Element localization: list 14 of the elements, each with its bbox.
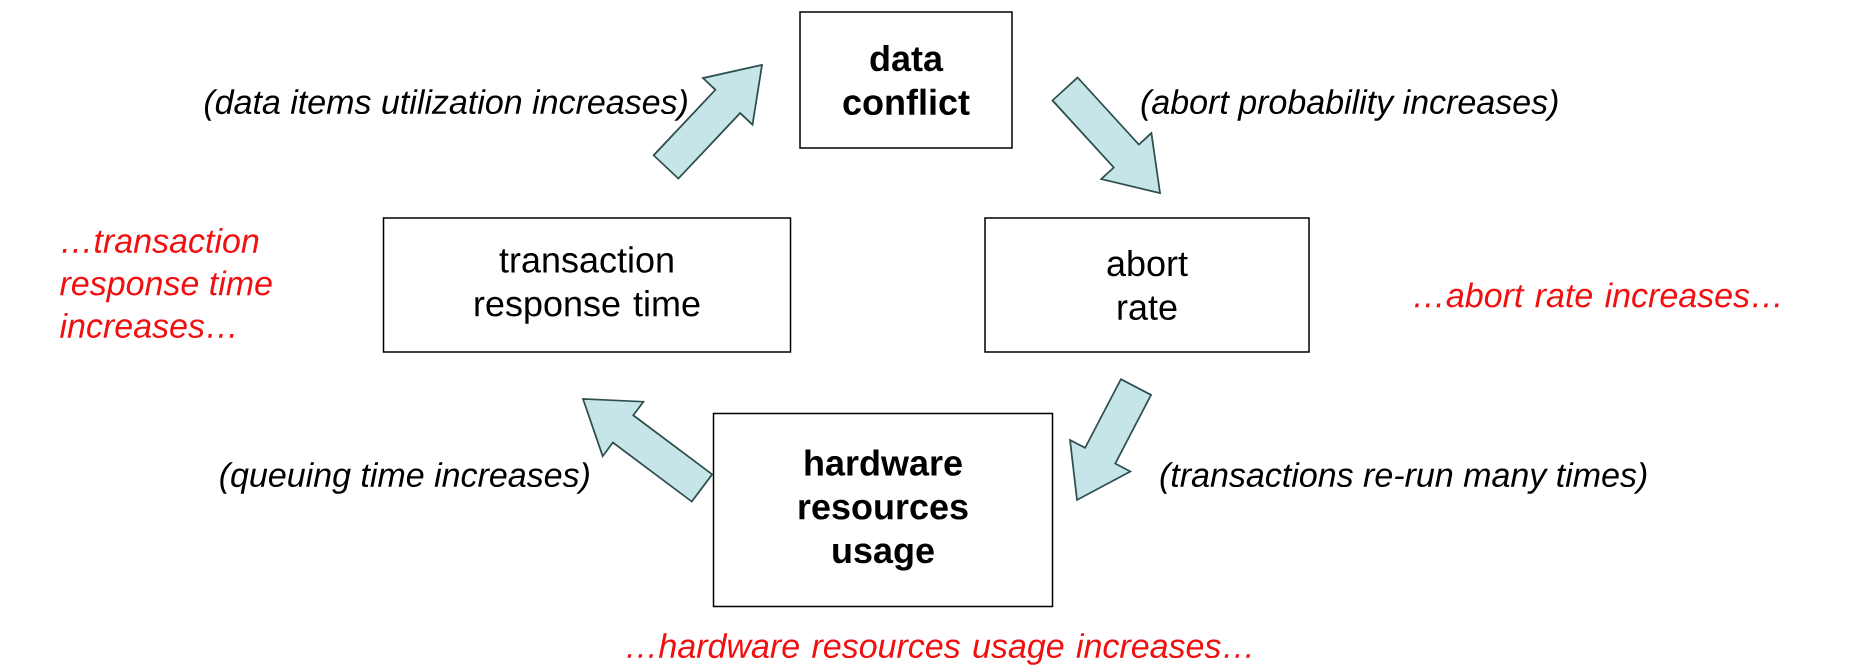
annotation-text: …hardware resources usage increases… — [627, 633, 1251, 665]
process-box: hardware resources usage — [712, 412, 1054, 608]
process-box: data conflict — [799, 11, 1013, 149]
edge-label: (queuing time increases) — [220, 462, 589, 494]
edge-label: (data items utilization increases) — [204, 89, 687, 121]
block-arrow — [581, 398, 714, 503]
edge-label: (transactions re-run many times) — [1160, 462, 1647, 494]
annotation-text: …abort rate increases… — [1415, 282, 1779, 308]
block-arrow — [1051, 76, 1162, 195]
annotation-text: …transaction response time increases… — [60, 228, 272, 338]
block-arrow — [652, 63, 764, 180]
process-box: transaction response time — [382, 217, 792, 353]
process-box: abort rate — [984, 217, 1310, 353]
edge-label: (abort probability increases) — [1141, 89, 1558, 121]
